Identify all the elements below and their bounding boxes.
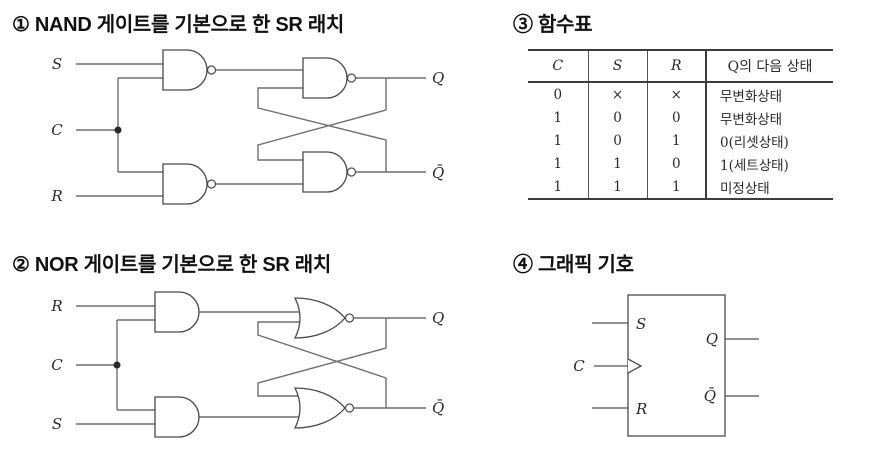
label-c: C <box>51 356 63 374</box>
label-r: R <box>50 297 62 315</box>
label-r: R <box>50 187 62 205</box>
nand-gate-bottom-left <box>162 163 208 205</box>
table-header-row: C S R Q의 다음 상태 <box>528 50 833 83</box>
label-r: R <box>635 400 647 418</box>
nor-gate-top <box>293 297 346 339</box>
nand-latch-gates <box>114 49 357 205</box>
wire-feedback-q-to-nor2 <box>257 318 387 397</box>
section-title-nand-latch: ① NAND 게이트를 기본으로 한 SR 래치 <box>12 14 345 36</box>
inverter-bubble <box>344 313 355 323</box>
sr-latch-symbol-diagram: S C R Q Q̄ <box>573 294 759 437</box>
label-q-bar: Q̄ <box>432 399 444 417</box>
nor-sr-latch-diagram: R C S Q Q̄ <box>50 291 444 438</box>
table-row: 1 1 0 1(세트상태) <box>528 152 833 175</box>
wire-feedback-qbar-to-gate3 <box>257 87 387 172</box>
col-header-s: S <box>588 50 648 83</box>
label-c: C <box>51 121 63 139</box>
nor-latch-wires <box>76 305 426 425</box>
nand-gate-top-right <box>302 57 348 99</box>
wire-feedback-q-to-gate4 <box>257 78 387 161</box>
inverter-bubble <box>206 179 217 189</box>
label-q-bar: Q̄ <box>432 164 444 182</box>
junction-dot <box>113 361 121 369</box>
table-row: 1 0 1 0(리셋상태) <box>528 129 833 152</box>
nand-latch-wires <box>76 63 426 197</box>
label-q: Q <box>706 330 718 348</box>
table-row: 1 0 0 무변화상태 <box>528 106 833 129</box>
nor-latch-gates <box>113 291 355 438</box>
section-title-nor-latch: ② NOR 게이트를 기본으로 한 SR 래치 <box>12 254 331 276</box>
clock-triangle-icon <box>627 358 643 374</box>
wire-feedback-qbar-to-nor1 <box>257 321 387 408</box>
and-gate-top <box>154 291 200 333</box>
col-header-c: C <box>528 50 589 83</box>
inverter-bubble <box>206 65 217 75</box>
label-s: S <box>52 55 62 73</box>
label-q: Q <box>432 309 444 327</box>
function-table: C S R Q의 다음 상태 0 × × 무변화상태 1 0 0 무변화상태 1… <box>528 49 833 200</box>
symbol-wires <box>592 322 759 409</box>
latch-body-box <box>627 294 726 437</box>
label-s: S <box>636 315 646 333</box>
inverter-bubble <box>344 403 355 413</box>
col-header-r: R <box>647 50 707 83</box>
nand-sr-latch-diagram: S C R Q Q̄ <box>50 49 444 205</box>
inverter-bubble <box>346 167 357 177</box>
and-gate-bottom <box>154 396 200 438</box>
section-title-function-table: ③ 함수표 <box>513 14 593 36</box>
section-title-graphic-symbol: ④ 그래픽 기호 <box>513 254 634 276</box>
inverter-bubble <box>346 73 357 83</box>
label-q: Q <box>432 69 444 87</box>
label-c: C <box>573 357 585 375</box>
junction-dot <box>114 126 122 134</box>
label-s: S <box>52 415 62 433</box>
table-row: 1 1 1 미정상태 <box>528 175 833 199</box>
col-header-next-state: Q의 다음 상태 <box>706 50 833 83</box>
nor-gate-bottom <box>293 387 346 429</box>
label-q-bar: Q̄ <box>704 387 716 405</box>
nand-gate-bottom-right <box>302 151 348 193</box>
nand-gate-top-left <box>162 49 208 91</box>
table-row: 0 × × 무변화상태 <box>528 82 833 106</box>
